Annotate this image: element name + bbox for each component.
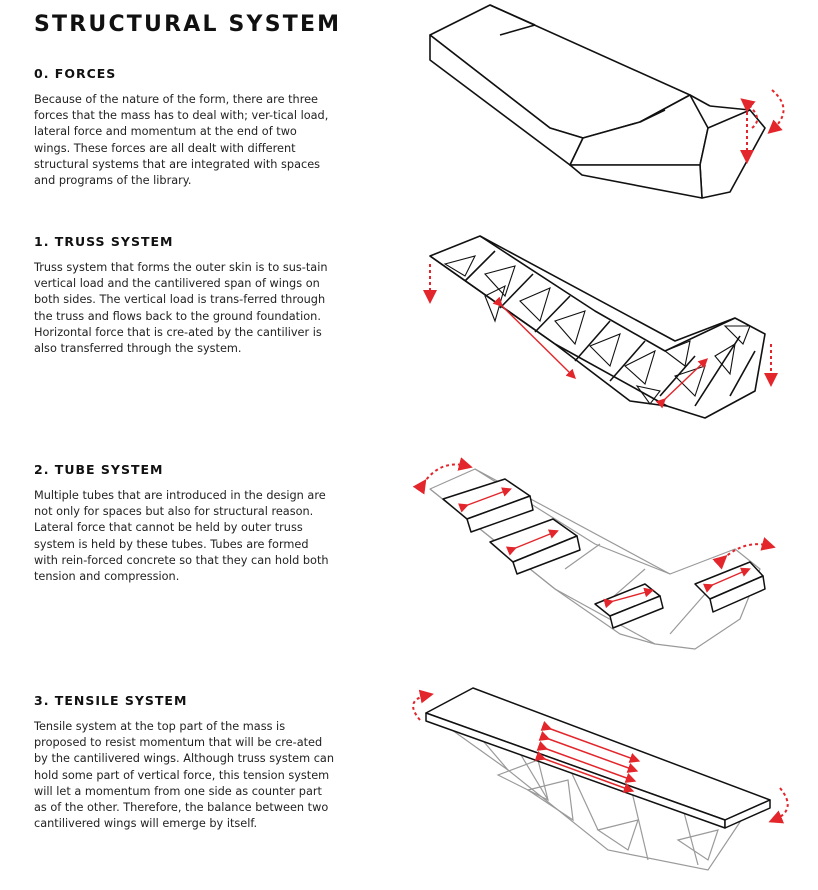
momentum-arrow-left [412,457,473,495]
section-heading: 1. TRUSS SYSTEM [34,234,174,249]
section-heading: 3. TENSILE SYSTEM [34,693,188,708]
momentum-arrow-right [768,787,789,824]
tensile-diagram [398,680,808,885]
page-title: STRUCTURAL SYSTEM [34,12,342,37]
section-body: Tensile system at the top part of the ma… [34,720,335,831]
section-heading: 0. FORCES [34,66,117,81]
section-tube-system: 2. TUBE SYSTEM Multiple tubes that are i… [34,462,334,585]
forces-diagram [410,0,810,215]
force-transfer-arrows [655,358,709,409]
section-heading: 2. TUBE SYSTEM [34,462,164,477]
tube-lateral-arrows [458,487,751,609]
truss-diagram [405,226,805,436]
tube-diagram [405,444,805,669]
truss-frame [429,235,766,419]
tensile-top-slab [425,687,771,829]
section-body: Because of the nature of the form, there… [34,93,329,188]
section-truss-system: 1. TRUSS SYSTEM Truss system that forms … [34,234,334,357]
tension-arrows [534,721,641,793]
momentum-arrow-right [712,537,776,570]
section-forces: 0. FORCES Because of the nature of the f… [34,66,334,189]
section-body: Truss system that forms the outer skin i… [34,261,328,356]
force-transfer-arrows [492,296,576,379]
section-tensile-system: 3. TENSILE SYSTEM Tensile system at the … [34,693,334,832]
folded-mass-shape [429,4,766,199]
momentum-arrow-left [412,689,434,721]
concrete-tubes [442,478,766,629]
curved-momentum-arrow [740,98,759,129]
curved-momentum-arrow [767,89,785,134]
section-body: Multiple tubes that are introduced in th… [34,489,329,584]
